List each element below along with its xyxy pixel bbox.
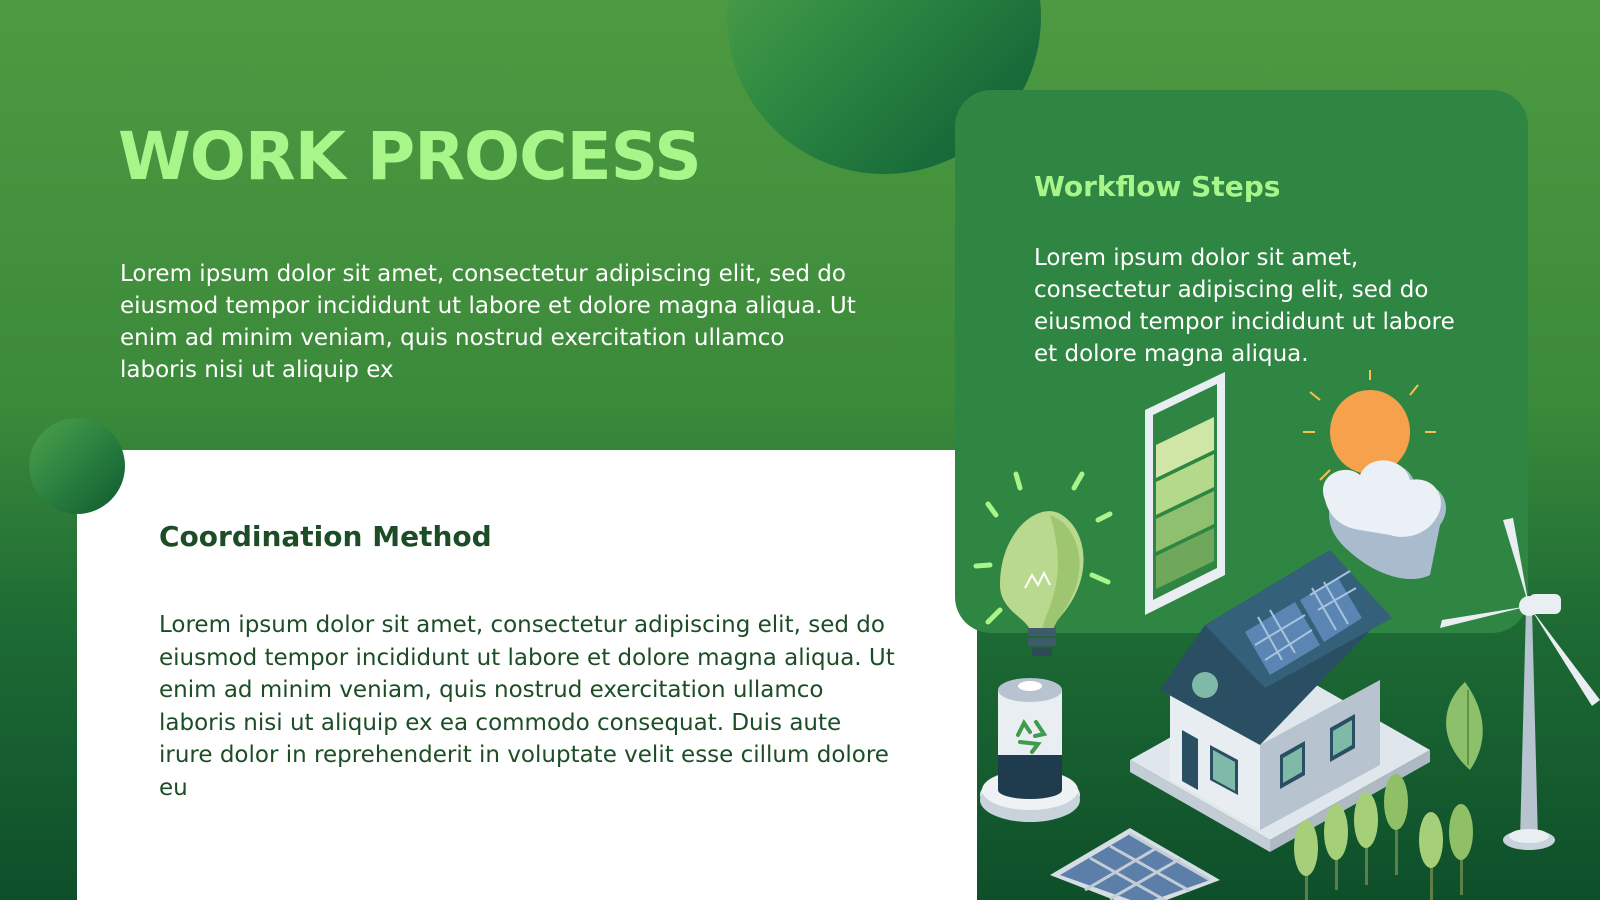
light-bulb-icon — [973, 471, 1113, 656]
house-icon — [1160, 550, 1392, 830]
solar-panel-icon — [1050, 828, 1220, 900]
coordination-heading: Coordination Method — [159, 520, 492, 553]
intro-paragraph: Lorem ipsum dolor sit amet, consectetur … — [120, 261, 856, 383]
coordination-panel — [77, 450, 977, 900]
leaf-icon — [1446, 682, 1483, 770]
cloud-icon — [1323, 460, 1446, 580]
wind-turbine-icon — [1440, 518, 1600, 850]
tree-icon — [1294, 774, 1473, 900]
battery-icon — [1145, 372, 1225, 615]
decorative-circle-small — [29, 418, 125, 514]
green-energy-illustration — [973, 370, 1600, 900]
recycle-battery-icon — [980, 678, 1080, 822]
coordination-body: Lorem ipsum dolor sit amet, consectetur … — [159, 612, 895, 801]
workflow-heading: Workflow Steps — [1034, 170, 1281, 203]
sun-icon — [1303, 370, 1436, 481]
workflow-body: Lorem ipsum dolor sit amet, consectetur … — [1034, 245, 1455, 367]
page-title: WORK PROCESS — [118, 118, 702, 195]
